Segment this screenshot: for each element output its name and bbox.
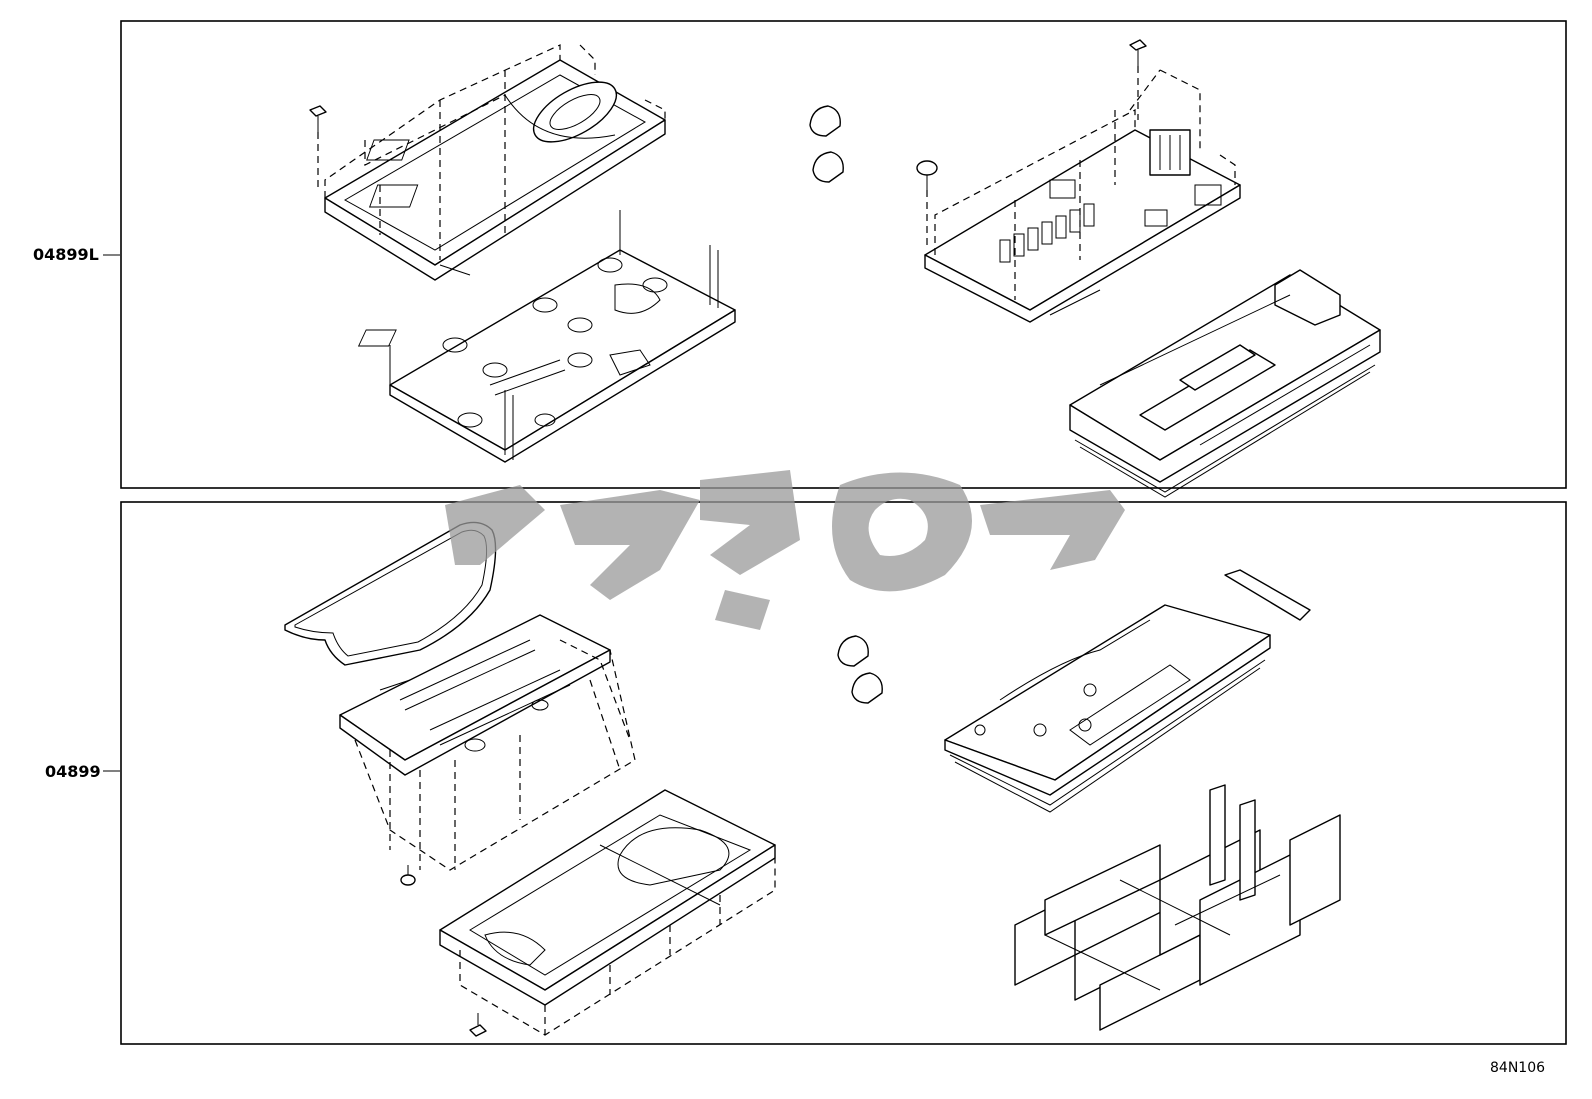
screw-bottom-left-upper[interactable] — [400, 865, 416, 886]
lower-tray[interactable] — [439, 789, 776, 1006]
grommets-bottom[interactable] — [837, 635, 883, 704]
control-board[interactable] — [924, 129, 1241, 323]
circuit-tray[interactable] — [357, 210, 736, 463]
shield-plate[interactable] — [944, 569, 1311, 813]
drawing-code: 84N106 — [1490, 1060, 1545, 1076]
panel-frame-bottom — [120, 501, 1567, 1045]
panel-frame-top — [120, 20, 1567, 489]
screw-mid-right[interactable] — [916, 160, 938, 245]
grommets-top[interactable] — [809, 105, 844, 183]
panel-label-top[interactable]: 04899L — [33, 245, 99, 264]
divider-insert[interactable] — [1014, 784, 1341, 1031]
upper-cover[interactable] — [324, 59, 666, 281]
base-housing[interactable] — [1069, 269, 1381, 498]
lower-tray-guides — [459, 858, 776, 1036]
upper-cover-guides — [324, 44, 666, 260]
panel-label-bottom[interactable]: 04899 — [45, 762, 101, 781]
watermark — [445, 470, 1125, 630]
screw-top-left[interactable] — [309, 105, 327, 190]
screw-top-right[interactable] — [1129, 39, 1147, 120]
screw-bottom-left-lower[interactable] — [469, 1013, 487, 1037]
inner-cover-guides — [354, 639, 636, 871]
control-board-guides — [934, 69, 1236, 300]
